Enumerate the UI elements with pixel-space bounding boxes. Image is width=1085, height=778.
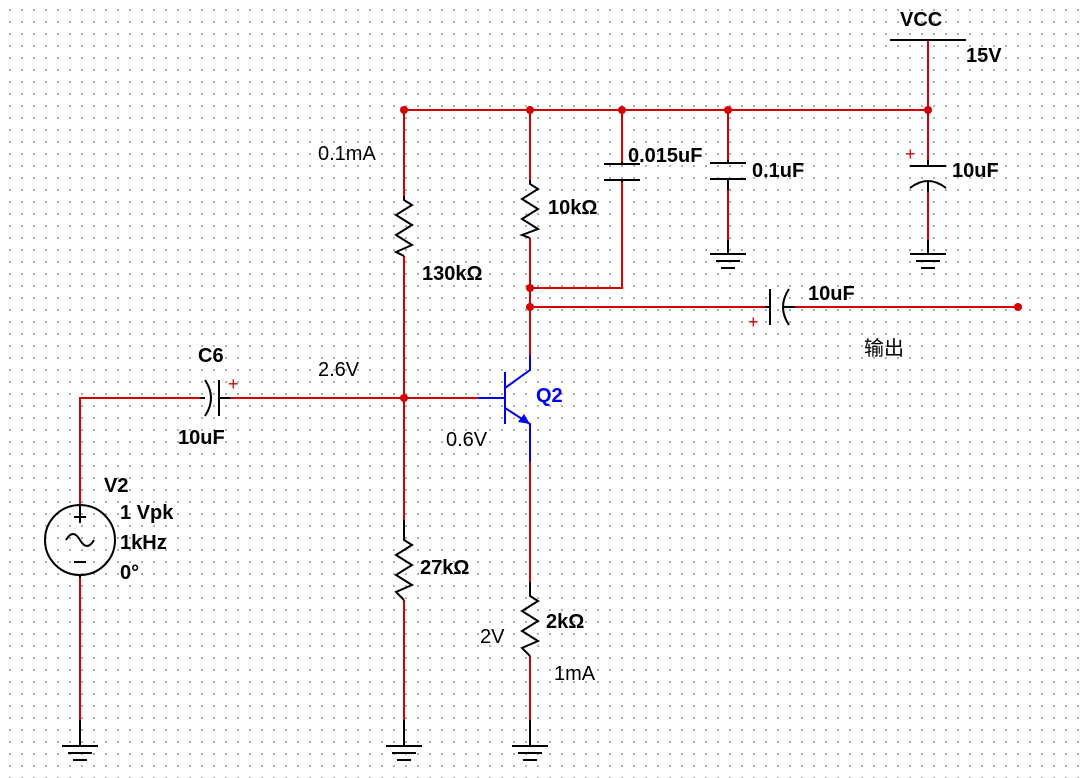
ground-symbols [62, 240, 946, 761]
capacitor-plates [710, 160, 746, 190]
ground-icon [62, 720, 98, 761]
c-output-value: 10uF [808, 283, 855, 305]
vbe-label: 0.6V [446, 429, 488, 451]
wires [79, 40, 1018, 720]
resistor-r-bottom: 27kΩ [394, 520, 469, 601]
source-phase: 0° [120, 562, 139, 584]
ground-icon [710, 240, 746, 269]
capacitor-plate-flat [218, 380, 230, 416]
capacitor-supply: + 10uF [905, 144, 999, 192]
resistor-r-emitter: 2kΩ [520, 582, 584, 657]
c-supply-value: 10uF [952, 160, 999, 182]
resistor-r-collector: 10kΩ [519, 180, 597, 239]
ac-source-v2: V2 1 Vpk 1kHz 0° [44, 475, 174, 584]
collector-lead [504, 355, 531, 389]
vcc-voltage: 15V [966, 45, 1002, 67]
ground-icon [910, 240, 946, 269]
bias-current-label: 0.1mA [318, 143, 376, 165]
emitter-current-label: 1mA [554, 663, 596, 685]
vcc-symbol: VCC 15V [890, 9, 1002, 67]
junction-dot [724, 106, 732, 114]
resistor-zigzag [519, 180, 541, 239]
junction-dot [924, 106, 932, 114]
base-voltage-label: 2.6V [318, 359, 360, 381]
capacitor-plate-curved [909, 180, 947, 192]
emitter-arrow [518, 414, 530, 424]
capacitor-plate-flat [765, 289, 771, 325]
junction-dot [400, 106, 408, 114]
capacitor-plates [604, 162, 640, 182]
emitter-voltage-label: 2V [480, 626, 505, 648]
resistor-zigzag [393, 196, 415, 257]
transistor-q2: Q2 [478, 355, 563, 462]
resistor-zigzag [394, 520, 415, 601]
resistor-zigzag [520, 582, 541, 657]
resistor-r-top: 130kΩ [393, 196, 483, 285]
r-bottom-value: 27kΩ [420, 557, 469, 579]
polarity-plus: + [905, 144, 916, 164]
capacitor-input: + C6 10uF [178, 345, 239, 449]
polarity-plus: + [748, 312, 759, 332]
sine-wave-icon [65, 533, 95, 547]
junctions [400, 106, 1022, 402]
annotations: 0.1mA 2.6V 0.6V 2V 1mA 输出 [318, 143, 904, 685]
r-collector-value: 10kΩ [548, 197, 597, 219]
r-top-value: 130kΩ [422, 263, 483, 285]
c-decouple-1-value: 0.015uF [628, 145, 702, 167]
capacitor-plate-curved [782, 288, 795, 326]
junction-dot [400, 394, 408, 402]
output-terminal-dot [1014, 303, 1022, 311]
source-input-wire [79, 397, 200, 505]
ground-icon [386, 720, 422, 761]
capacitor-output: + 10uF [748, 283, 855, 332]
polarity-plus: + [228, 374, 239, 394]
junction-dot [618, 106, 626, 114]
junction-dot [526, 284, 534, 292]
junction-dot [526, 303, 534, 311]
output-label: 输出 [864, 336, 904, 360]
capacitor-decouple-1: 0.015uF [604, 145, 702, 182]
c-input-name: C6 [198, 345, 224, 367]
capacitor-decouple-2: 0.1uF [710, 160, 804, 190]
emitter-lead [504, 407, 531, 462]
capacitor-plate-flat [910, 160, 946, 167]
ground-icon [512, 720, 548, 761]
source-name: V2 [104, 475, 128, 497]
source-amplitude: 1 Vpk [120, 502, 174, 524]
capacitor-plate-curved [200, 379, 212, 417]
transistor-label: Q2 [536, 385, 563, 407]
r-emitter-value: 2kΩ [546, 611, 584, 633]
decouple1-bottom-wire [530, 182, 623, 289]
c-decouple-2-value: 0.1uF [752, 160, 804, 182]
vcc-label: VCC [900, 9, 942, 31]
source-frequency: 1kHz [120, 532, 167, 554]
c-input-value: 10uF [178, 427, 225, 449]
junction-dot [526, 106, 534, 114]
